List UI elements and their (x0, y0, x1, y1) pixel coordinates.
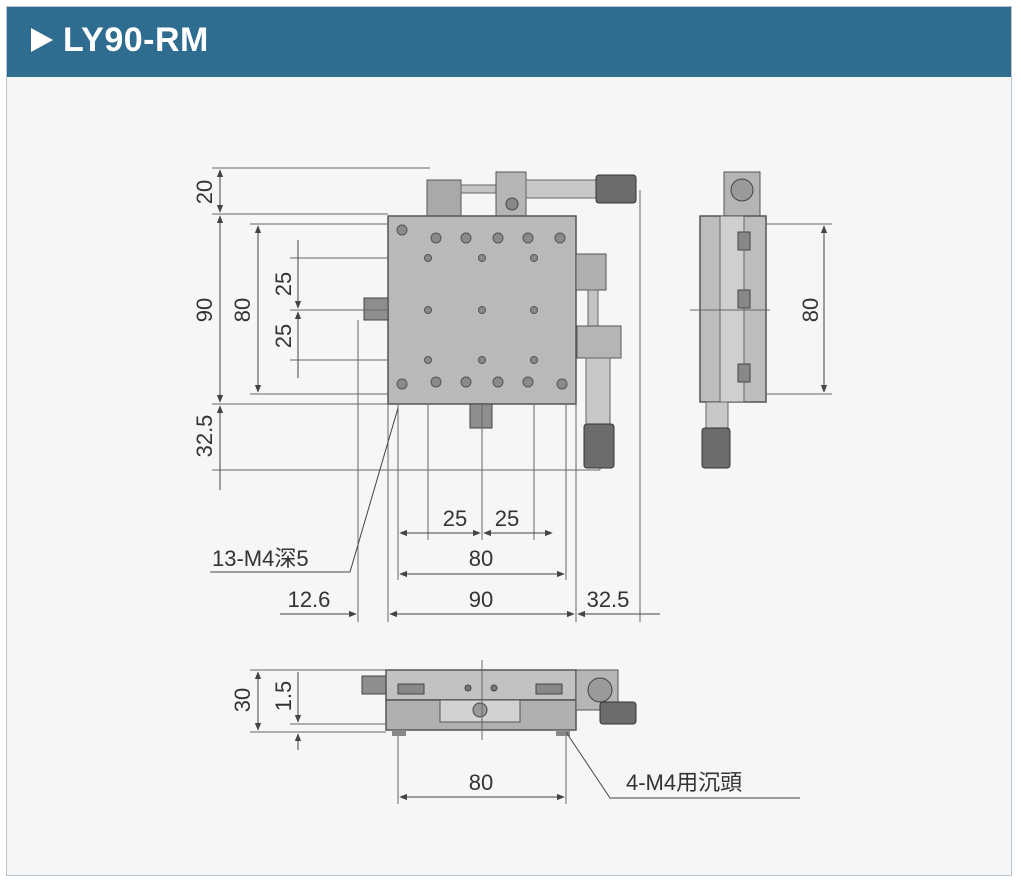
callout-bottom-holes: 4-M4用沉頭 (626, 770, 742, 795)
front-slot-left (397, 683, 425, 695)
dim-80-vertical: 80 (230, 298, 255, 322)
front-clamp-screw (472, 702, 488, 718)
dim-25-lower: 25 (271, 324, 296, 348)
dim-25-right: 25 (495, 506, 519, 531)
top-micrometer-base (426, 179, 462, 217)
mounting-holes (396, 224, 568, 390)
clamp-screw (505, 197, 519, 211)
right-micrometer-clamp (576, 325, 622, 359)
side-view (699, 171, 767, 469)
front-foot-left (392, 730, 406, 736)
front-pin-2 (490, 684, 498, 692)
side-slot-2 (737, 289, 751, 309)
dim-12-6: 12.6 (288, 587, 331, 612)
drawing-frame: LY90-RM (6, 6, 1012, 876)
callout-top-holes: 13-M4深5 (212, 546, 309, 571)
side-slot-1 (737, 231, 751, 251)
dim-20: 20 (192, 180, 217, 204)
right-micrometer-spindle (587, 289, 599, 327)
dimension-lines (210, 169, 660, 618)
top-micrometer-thimble (595, 174, 637, 204)
extension-lines (212, 167, 641, 622)
front-micrometer-thimble (599, 701, 637, 725)
title-bar: LY90-RM (7, 7, 1011, 77)
front-left-knob (361, 675, 387, 695)
top-micrometer-sleeve (525, 179, 597, 199)
dim-30: 30 (230, 688, 255, 712)
bottom-lock-knob (469, 403, 493, 429)
dim-90-vertical: 90 (192, 298, 217, 322)
front-dimension-lines (254, 671, 800, 801)
front-pin-1 (464, 684, 472, 692)
right-micrometer-base (575, 253, 607, 291)
top-view (363, 171, 637, 469)
front-foot-right (556, 730, 570, 736)
dimension-labels: 20 90 80 25 25 32.5 25 25 80 12.6 90 32.… (192, 180, 823, 795)
dim-25-upper: 25 (271, 272, 296, 296)
dim-80-bottom: 80 (469, 770, 493, 795)
dim-80-side: 80 (798, 298, 823, 322)
title-text: LY90-RM (63, 21, 209, 59)
side-extension-lines (690, 223, 832, 395)
front-extension-lines (250, 660, 567, 804)
right-micrometer-thimble (583, 423, 615, 469)
left-lock-knob (363, 297, 389, 321)
top-micrometer-spindle (460, 184, 497, 194)
page-title: LY90-RM (31, 21, 209, 60)
dim-80-horizontal: 80 (469, 546, 493, 571)
side-sleeve (705, 401, 729, 429)
dim-32-5-vertical: 32.5 (192, 415, 217, 458)
side-slot-3 (737, 363, 751, 383)
right-micrometer-sleeve (585, 357, 611, 425)
front-view (361, 669, 637, 736)
dim-90-horizontal: 90 (469, 587, 493, 612)
front-thimble-end (587, 677, 613, 703)
side-thimble-end (730, 178, 754, 202)
dim-32-5-horizontal: 32.5 (587, 587, 630, 612)
side-knob (701, 427, 731, 469)
dim-25-left: 25 (443, 506, 467, 531)
front-slot-right (535, 683, 563, 695)
play-arrow-icon (31, 28, 53, 53)
dim-1-5: 1.5 (271, 681, 296, 712)
